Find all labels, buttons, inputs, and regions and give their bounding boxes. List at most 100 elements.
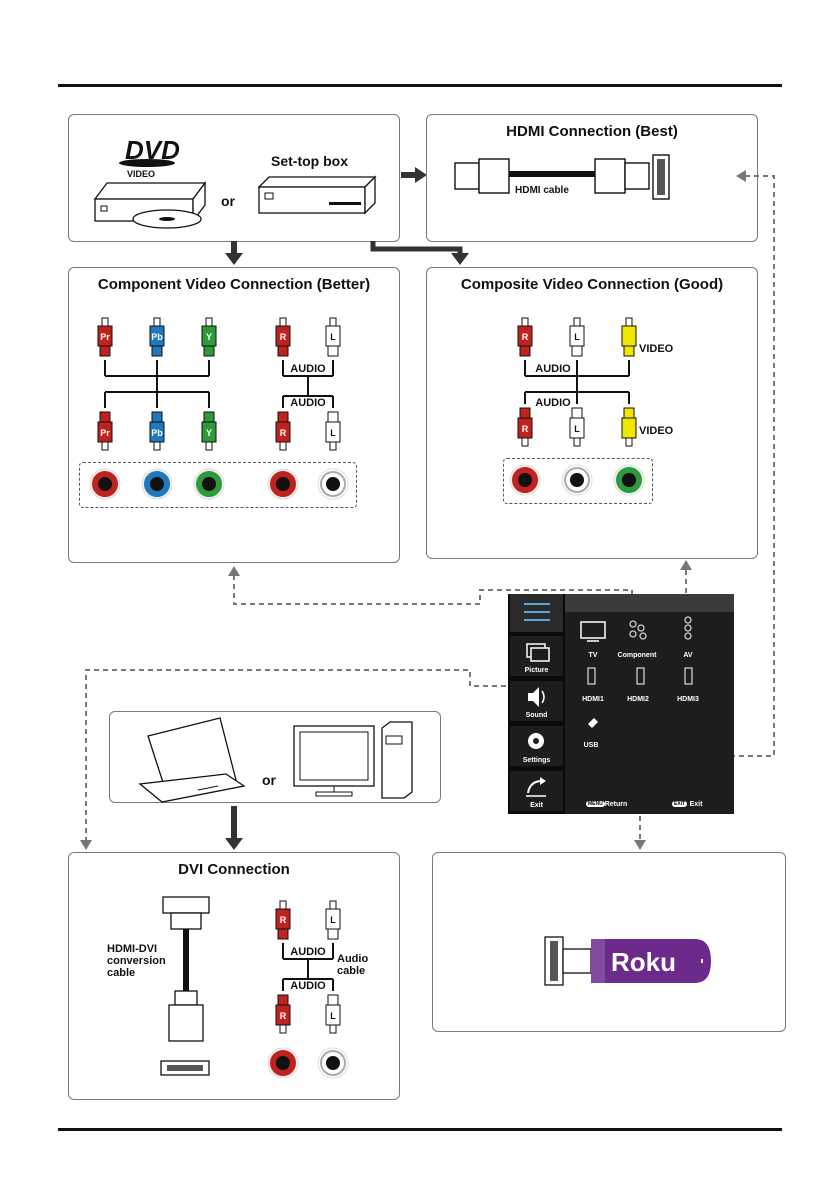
- composite-plug-top-0-label: R: [522, 332, 529, 342]
- component-jack-3: [267, 468, 299, 500]
- component-audio-plug-top-l-label: L: [330, 332, 336, 342]
- or-label-computer: or: [262, 772, 276, 788]
- set-top-box-icon: [257, 175, 377, 215]
- menu-label: Exit: [530, 802, 543, 809]
- roku-stick-icon: Roku: [544, 936, 711, 986]
- component-plug-bottom-pr-label: Pr: [100, 428, 110, 438]
- menu-picture-item[interactable]: Picture: [510, 636, 563, 676]
- exit-icon: [526, 777, 546, 797]
- input-hdmi1-label[interactable]: HDMI1: [582, 696, 604, 703]
- component-audio-plug-top-r-label: R: [280, 332, 287, 342]
- arrow-to-hdmi: [401, 167, 427, 183]
- hdmi-connection-panel: HDMI Connection (Best) HDMI cable: [426, 114, 758, 242]
- component-jack-4: [317, 468, 349, 500]
- menu-input-icons: [580, 616, 693, 728]
- component-audio-plug-top-r: R: [275, 317, 291, 357]
- computer-devices-panel: or: [109, 711, 441, 803]
- bottom-rule: [58, 1128, 782, 1131]
- footer-exit-label[interactable]: Exit: [689, 801, 703, 808]
- menu-top-bar: [565, 594, 734, 612]
- arrow-to-component: [225, 241, 243, 265]
- component-audio-label-top: AUDIO: [290, 363, 326, 375]
- dvi-audio-plug-bottom-l-label: L: [330, 1011, 336, 1021]
- svg-text:Roku: Roku: [611, 947, 676, 977]
- component-plug-top-pb-label: Pb: [151, 332, 163, 342]
- component-plug-top-pb: Pb: [149, 317, 165, 357]
- menu-sound-item[interactable]: Sound: [510, 681, 563, 721]
- tv-input-menu: Picture Sound Settings Exit TV Component…: [508, 594, 734, 814]
- composite-plug-bottom-0-label: R: [522, 424, 529, 434]
- menu-settings-item[interactable]: Settings: [510, 726, 563, 766]
- input-av-label[interactable]: AV: [683, 652, 693, 659]
- composite-plug-bottom-2: [621, 407, 637, 447]
- menu-label: Sound: [525, 712, 548, 719]
- dvi-audio-jack-1: [317, 1047, 349, 1079]
- composite-jack-1: [561, 464, 593, 496]
- arrow-to-composite: [370, 241, 469, 265]
- source-devices-panel: DVD VIDEO or Set-top box: [68, 114, 400, 242]
- dvi-audio-label-top: AUDIO: [290, 946, 326, 958]
- input-component-label[interactable]: Component: [617, 652, 657, 659]
- hdmi-dvi-conversion-label: HDMI-DVI conversion cable: [107, 943, 166, 979]
- component-jacks: [89, 468, 349, 500]
- dvi-cable-icon: [160, 896, 210, 1076]
- composite-jack-0: [509, 464, 541, 496]
- input-tv-label[interactable]: TV: [588, 652, 598, 659]
- component-title: Component Video Connection (Better): [97, 276, 371, 293]
- desktop-pc-icon: [293, 721, 413, 799]
- composite-audio-label-bottom: AUDIO: [535, 397, 571, 409]
- laptop-icon: [138, 717, 246, 803]
- menu-exit-item[interactable]: Exit: [510, 771, 563, 811]
- composite-plug-top-1: L: [569, 317, 585, 357]
- dvi-audio-plug-bottom-r: R: [275, 994, 291, 1034]
- dvi-audio-plug-top-l: L: [325, 900, 341, 940]
- top-rule: [58, 84, 782, 87]
- component-plug-top-pr-label: Pr: [100, 332, 110, 342]
- hdmi-title: HDMI Connection (Best): [506, 123, 678, 140]
- component-audio-plug-bottom-l-label: L: [330, 428, 336, 438]
- dvi-audio-plug-top-r: R: [275, 900, 291, 940]
- composite-plug-top-1-label: L: [574, 332, 580, 342]
- input-hdmi3-label[interactable]: HDMI3: [677, 696, 699, 703]
- composite-video-label-top: VIDEO: [639, 343, 674, 355]
- component-audio-plug-bottom-r-label: R: [280, 428, 287, 438]
- component-audio-plug-bottom-l: L: [325, 411, 341, 451]
- component-plug-bottom-pb: Pb: [149, 411, 165, 451]
- audio-cable-label: Audio cable: [337, 953, 369, 977]
- menu-input-item[interactable]: [510, 594, 563, 632]
- composite-plug-bottom-1: L: [569, 407, 585, 447]
- dvi-audio-label-bottom: AUDIO: [290, 980, 326, 992]
- menu-key-badge: MENU: [586, 801, 605, 807]
- component-audio-label-bottom: AUDIO: [290, 397, 326, 409]
- component-plug-bottom-y: Y: [201, 411, 217, 451]
- component-jack-0: [89, 468, 121, 500]
- input-hdmi2-label[interactable]: HDMI2: [627, 696, 649, 703]
- composite-plug-bottom-0: R: [517, 407, 533, 447]
- component-jack-1: [141, 468, 173, 500]
- composite-video-label-bottom: VIDEO: [639, 425, 674, 437]
- menu-label: Picture: [524, 667, 549, 674]
- dvi-audio-jack-0: [267, 1047, 299, 1079]
- component-audio-plug-top-l: L: [325, 317, 341, 357]
- component-plug-bottom-pb-label: Pb: [151, 428, 163, 438]
- input-usb-label[interactable]: USB: [583, 742, 599, 749]
- composite-plug-top-0: R: [517, 317, 533, 357]
- component-plug-top-y-label: Y: [206, 332, 212, 342]
- streaming-stick-panel: Roku: [432, 852, 786, 1032]
- composite-audio-label-top: AUDIO: [535, 363, 571, 375]
- component-plug-bottom-y-label: Y: [206, 428, 212, 438]
- dvi-audio-plug-bottom-l: L: [325, 994, 341, 1034]
- or-label: or: [221, 193, 235, 209]
- svg-text:VIDEO: VIDEO: [127, 169, 155, 179]
- menu-label: Settings: [522, 757, 551, 764]
- input-cables-icon: [524, 603, 550, 621]
- set-top-box-label: Set-top box: [271, 153, 348, 169]
- footer-return-label[interactable]: Return: [604, 801, 628, 808]
- dvi-connection-panel: DVI Connection HDMI-DVI conversion cable…: [68, 852, 400, 1100]
- arrow-to-dvi: [225, 806, 243, 850]
- menu-sidebar: Picture Sound Settings Exit: [508, 594, 565, 814]
